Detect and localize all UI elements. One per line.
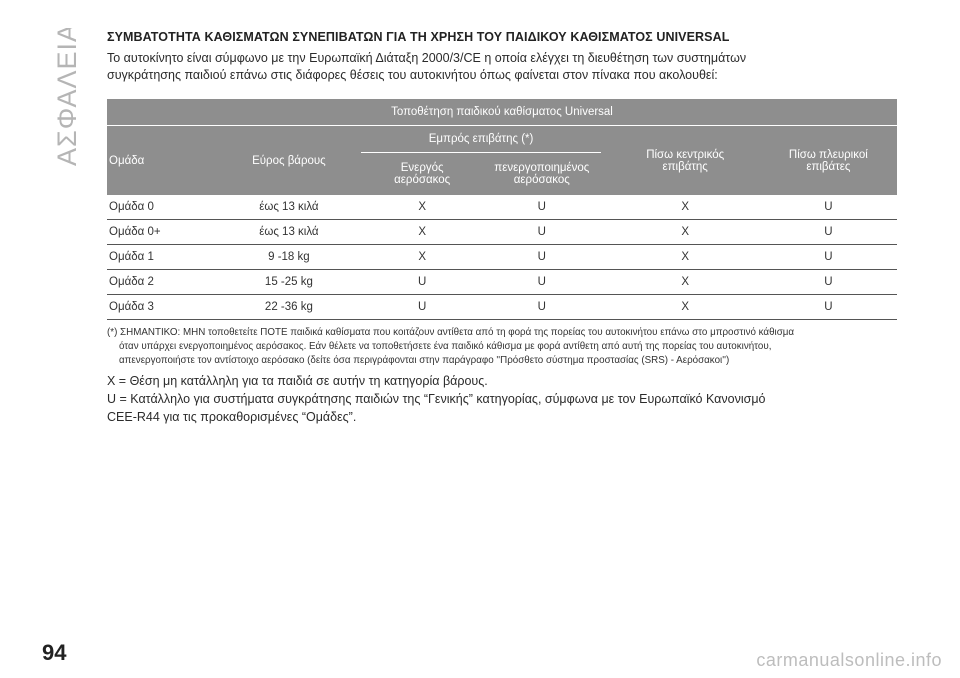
cell-front-active: X (361, 244, 483, 270)
cell-spacer (600, 195, 611, 220)
header-front-active-line: Ενεργός (400, 162, 444, 174)
page-number: 94 (42, 640, 67, 665)
cell-spacer (600, 244, 611, 270)
header-weight: Εύρος βάρους (226, 125, 352, 195)
cell-rear-side: U (759, 294, 897, 320)
header-rear-side-line: Πίσω πλευρικοί (788, 148, 868, 161)
footnote: (*) ΣΗΜΑΝΤΙΚΟ: ΜΗΝ τοποθετείτε ΠΟΤΕ παιδ… (107, 326, 897, 368)
cell-front-inactive: U (482, 219, 601, 245)
cell-front-active: X (361, 195, 483, 220)
header-rear-center: Πίσω κεντρικός επιβάτης (610, 125, 760, 195)
intro-line: Το αυτοκίνητο είναι σύμφωνο με την Ευρωπ… (107, 51, 747, 65)
header-front-passenger: Εμπρός επιβάτης (*) (361, 125, 601, 153)
cell-weight: 22 -36 kg (226, 294, 352, 320)
legend-line-u-cont: CEE-R44 για τις προκαθορισμένες “Ομάδες”… (107, 410, 357, 424)
cell-group: Ομάδα 0+ (107, 219, 227, 245)
footnote-line: όταν υπάρχει ενεργοποιημένος αερόσακος. … (119, 341, 772, 352)
cell-spacer (600, 269, 611, 295)
cell-rear-center: X (610, 294, 760, 320)
header-spacer (351, 125, 362, 195)
cell-group: Ομάδα 0 (107, 195, 227, 220)
cell-spacer (351, 294, 362, 320)
header-group: Ομάδα (107, 125, 227, 195)
cell-rear-center: X (610, 244, 760, 270)
legend-line-x: X = Θέση μη κατάλληλη για τα παιδιά σε α… (107, 374, 488, 388)
legend-line-u: U = Κατάλληλο για συστήματα συγκράτησης … (107, 392, 766, 406)
header-rear-side-line: επιβάτες (806, 160, 851, 173)
header-front-inactive-line: πενεργοποιημένος (494, 162, 590, 174)
cell-group: Ομάδα 2 (107, 269, 227, 295)
cell-rear-side: U (759, 244, 897, 270)
header-rear-center-line: Πίσω κεντρικός (646, 148, 725, 161)
cell-front-inactive: U (482, 269, 601, 295)
section-side-label: ΑΣΦΑΛΕΙΑ (46, 23, 90, 168)
cell-weight: 9 -18 kg (226, 244, 352, 270)
compatibility-table: Τοποθέτηση παιδικού καθίσματος Universal… (107, 99, 897, 320)
intro-line: συγκράτησης παιδιού επάνω στις διάφορες … (107, 68, 718, 82)
footnote-line: απενεργοποιήστε τον αντίστοιχο αερόσακο … (119, 355, 730, 366)
cell-weight: έως 13 κιλά (226, 195, 352, 220)
header-front-active-airbag: Ενεργός αερόσακος (361, 152, 483, 195)
section-side-label-text: ΑΣΦΑΛΕΙΑ (52, 28, 82, 166)
cell-weight: έως 13 κιλά (226, 219, 352, 245)
cell-spacer (600, 294, 611, 320)
cell-front-active: U (361, 269, 483, 295)
cell-front-inactive: U (482, 294, 601, 320)
cell-front-inactive: U (482, 244, 601, 270)
cell-rear-side: U (759, 219, 897, 245)
header-rear-center-line: επιβάτης (662, 160, 708, 173)
intro-paragraph: Το αυτοκίνητο είναι σύμφωνο με την Ευρωπ… (107, 50, 897, 84)
cell-rear-center: X (610, 195, 760, 220)
header-front-active-line: αερόσακος (394, 174, 451, 186)
section-heading: ΣΥΜΒΑΤΟΤΗΤΑ ΚΑΘΙΣΜΑΤΩΝ ΣΥΝΕΠΙΒΑΤΩΝ ΓΙΑ Τ… (107, 30, 730, 44)
cell-front-active: X (361, 219, 483, 245)
cell-spacer (351, 195, 362, 220)
cell-rear-center: X (610, 219, 760, 245)
cell-spacer (351, 244, 362, 270)
cell-group: Ομάδα 3 (107, 294, 227, 320)
legend: X = Θέση μη κατάλληλη για τα παιδιά σε α… (107, 372, 897, 426)
header-front-inactive-airbag: πενεργοποιημένος αερόσακος (482, 152, 601, 195)
cell-spacer (600, 219, 611, 245)
cell-rear-center: X (610, 269, 760, 295)
cell-weight: 15 -25 kg (226, 269, 352, 295)
section-side-label-graphic: ΑΣΦΑΛΕΙΑ (52, 23, 82, 166)
cell-group: Ομάδα 1 (107, 244, 227, 270)
site-watermark: carmanualsonline.info (756, 650, 942, 670)
page-content: ΣΥΜΒΑΤΟΤΗΤΑ ΚΑΘΙΣΜΑΤΩΝ ΣΥΝΕΠΙΒΑΤΩΝ ΓΙΑ Τ… (107, 30, 897, 426)
header-spacer (600, 125, 611, 195)
cell-rear-side: U (759, 195, 897, 220)
compatibility-table-wrap: Τοποθέτηση παιδικού καθίσματος Universal… (107, 99, 897, 320)
footnote-line: (*) ΣΗΜΑΝΤΙΚΟ: ΜΗΝ τοποθετείτε ΠΟΤΕ παιδ… (107, 327, 795, 338)
header-front-inactive-line: αερόσακος (513, 174, 570, 186)
cell-spacer (351, 269, 362, 295)
header-rear-side: Πίσω πλευρικοί επιβάτες (759, 125, 897, 195)
cell-spacer (351, 219, 362, 245)
cell-rear-side: U (759, 269, 897, 295)
cell-front-inactive: U (482, 195, 601, 220)
table-title: Τοποθέτηση παιδικού καθίσματος Universal (107, 99, 897, 126)
cell-front-active: U (361, 294, 483, 320)
